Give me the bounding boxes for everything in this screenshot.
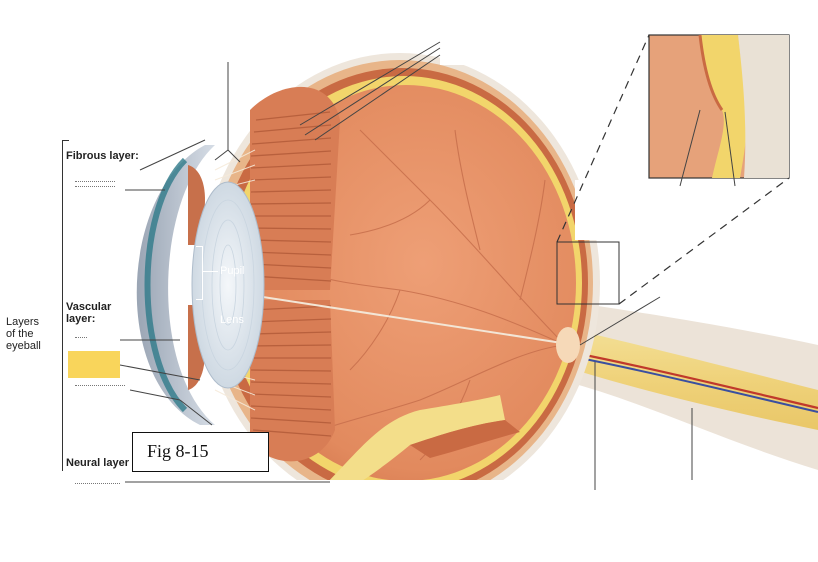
vascular-layer-label: Vascular layer: bbox=[66, 301, 112, 325]
highlight-box bbox=[68, 351, 120, 378]
cut-label-5 bbox=[75, 478, 120, 484]
layers-group-label: Layers of the eyeball bbox=[6, 316, 41, 352]
lens bbox=[191, 181, 265, 389]
optic-nerve bbox=[560, 300, 818, 470]
figure-label-box: Fig 8-15 bbox=[132, 432, 269, 472]
inset-connectors bbox=[556, 34, 790, 305]
neural-layer-label: Neural layer bbox=[66, 457, 129, 469]
cut-label-4 bbox=[75, 385, 125, 391]
cut-label-3 bbox=[75, 337, 87, 343]
inset-magnified-view bbox=[648, 34, 790, 179]
pupil-leader bbox=[202, 271, 218, 272]
optic-axis bbox=[249, 294, 576, 346]
ciliary-body-upper bbox=[250, 86, 340, 291]
leader-lines bbox=[119, 41, 736, 490]
cut-label-2 bbox=[75, 186, 115, 192]
optic-disc bbox=[556, 327, 580, 363]
cornea bbox=[136, 145, 215, 425]
cut-label-1 bbox=[75, 176, 115, 182]
retina-flap bbox=[320, 395, 520, 500]
ciliary-body-lower bbox=[250, 300, 335, 462]
pupil-label: Pupil bbox=[220, 265, 245, 277]
lens-label: Lens bbox=[220, 314, 244, 326]
inset-source-box bbox=[556, 241, 620, 305]
fibrous-layer-label: Fibrous layer: bbox=[66, 150, 139, 162]
layers-bracket bbox=[62, 140, 69, 471]
pupil-bracket bbox=[196, 246, 203, 300]
